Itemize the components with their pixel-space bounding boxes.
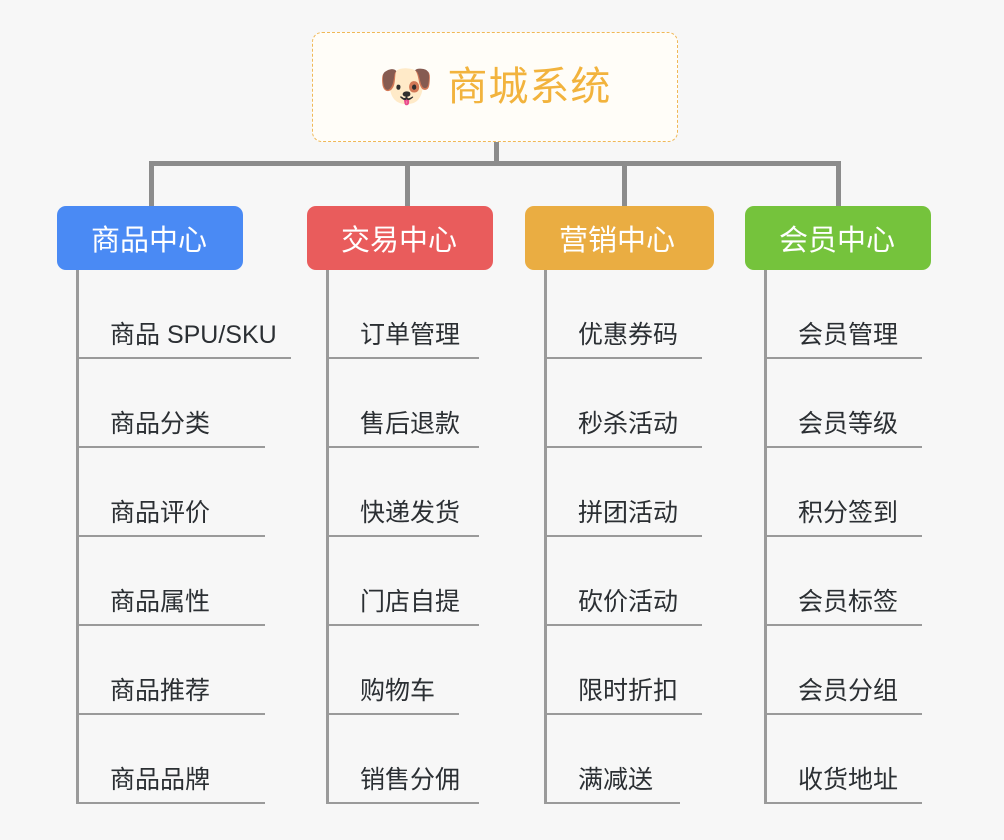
leaf-item[interactable]: 积分签到 xyxy=(767,448,922,537)
leaf-item[interactable]: 售后退款 xyxy=(329,359,479,448)
leaf-item[interactable]: 商品品牌 xyxy=(79,715,265,804)
category-columns: 商品中心 商品 SPU/SKU 商品分类 商品评价 商品属性 商品推荐 商品品牌… xyxy=(0,206,1004,840)
connector-drop-member-center xyxy=(836,161,841,206)
connector-drop-marketing-center xyxy=(622,161,627,206)
connector-drop-trade-center xyxy=(405,161,410,206)
category-card-product-center[interactable]: 商品中心 xyxy=(57,206,243,270)
root-node-label: 商城系统 xyxy=(447,65,612,109)
branch-marketing-center: 营销中心 优惠券码 秒杀活动 拼团活动 砍价活动 限时折扣 满减送 xyxy=(525,206,743,804)
leaf-item[interactable]: 拼团活动 xyxy=(547,448,702,537)
category-card-marketing-center[interactable]: 营销中心 xyxy=(525,206,714,270)
branch-member-center: 会员中心 会员管理 会员等级 积分签到 会员标签 会员分组 收货地址 xyxy=(745,206,963,804)
leaf-item[interactable]: 快递发货 xyxy=(329,448,479,537)
leaf-list-marketing-center: 优惠券码 秒杀活动 拼团活动 砍价活动 限时折扣 满减送 xyxy=(544,270,743,804)
leaf-item[interactable]: 商品 SPU/SKU xyxy=(79,270,291,359)
leaf-item[interactable]: 门店自提 xyxy=(329,537,479,626)
leaf-item[interactable]: 商品分类 xyxy=(79,359,265,448)
leaf-item[interactable]: 销售分佣 xyxy=(329,715,479,804)
branch-trade-center: 交易中心 订单管理 售后退款 快递发货 门店自提 购物车 销售分佣 xyxy=(307,206,525,804)
leaf-item[interactable]: 满减送 xyxy=(547,715,680,804)
category-label: 营销中心 xyxy=(559,225,676,257)
leaf-item[interactable]: 秒杀活动 xyxy=(547,359,702,448)
leaf-item[interactable]: 限时折扣 xyxy=(547,626,702,715)
category-label: 会员中心 xyxy=(779,225,896,257)
leaf-item[interactable]: 会员标签 xyxy=(767,537,922,626)
leaf-item[interactable]: 会员分组 xyxy=(767,626,922,715)
leaf-item[interactable]: 优惠券码 xyxy=(547,270,702,359)
leaf-item[interactable]: 砍价活动 xyxy=(547,537,702,626)
leaf-item[interactable]: 收货地址 xyxy=(767,715,922,804)
connector-trunk xyxy=(494,142,499,164)
leaf-item[interactable]: 商品属性 xyxy=(79,537,265,626)
leaf-list-product-center: 商品 SPU/SKU 商品分类 商品评价 商品属性 商品推荐 商品品牌 xyxy=(76,270,291,804)
leaf-item[interactable]: 订单管理 xyxy=(329,270,479,359)
dog-face-icon: 🐶 xyxy=(378,62,434,111)
leaf-list-trade-center: 订单管理 售后退款 快递发货 门店自提 购物车 销售分佣 xyxy=(326,270,525,804)
connector-drop-product-center xyxy=(149,161,154,206)
leaf-item[interactable]: 会员等级 xyxy=(767,359,922,448)
root-node-mall-system[interactable]: 🐶 商城系统 xyxy=(312,32,678,142)
leaf-item[interactable]: 会员管理 xyxy=(767,270,922,359)
category-card-member-center[interactable]: 会员中心 xyxy=(745,206,931,270)
category-label: 交易中心 xyxy=(341,225,458,257)
category-label: 商品中心 xyxy=(91,225,208,257)
branch-product-center: 商品中心 商品 SPU/SKU 商品分类 商品评价 商品属性 商品推荐 商品品牌 xyxy=(57,206,291,804)
leaf-item[interactable]: 商品评价 xyxy=(79,448,265,537)
leaf-item[interactable]: 商品推荐 xyxy=(79,626,265,715)
connector-crossbar xyxy=(149,161,841,166)
leaf-item[interactable]: 购物车 xyxy=(329,626,459,715)
category-card-trade-center[interactable]: 交易中心 xyxy=(307,206,493,270)
leaf-list-member-center: 会员管理 会员等级 积分签到 会员标签 会员分组 收货地址 xyxy=(764,270,963,804)
